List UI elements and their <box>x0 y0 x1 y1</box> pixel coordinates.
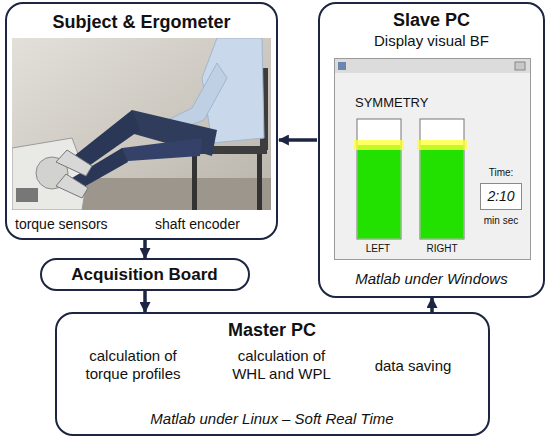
system-panel: calculation of torque profiles calculatio… <box>55 312 490 436</box>
process-box: Acquisition Board <box>40 258 250 291</box>
process-step: calculation of WHL and WPL <box>219 346 344 388</box>
panel-title: Subject & Ergometer <box>7 12 276 34</box>
step-text: calculation of WHL and WPL <box>219 347 344 383</box>
step-text: data saving <box>367 357 459 375</box>
feedback-screen <box>335 59 530 259</box>
subject-photo <box>12 38 271 210</box>
sensor-label: torque sensors <box>15 216 147 233</box>
panel-subtitle: Display visual BF <box>320 32 543 50</box>
box-title: Acquisition Board <box>42 265 247 285</box>
timer-unit: min sec <box>475 215 527 227</box>
timer-value: 2:10 <box>481 188 521 205</box>
process-step: data saving <box>367 355 459 377</box>
sensor-label: shaft encoder <box>155 216 273 233</box>
bar-label: LEFT <box>353 243 403 255</box>
timer-label: Time: <box>475 167 527 179</box>
timer-box: 2:10 <box>480 183 522 210</box>
connector-arrow <box>143 291 147 312</box>
platform-note: Matlab under Linux – Soft Real Time <box>57 410 487 428</box>
screen-title: SYMMETRY <box>355 95 455 111</box>
process-step: calculation of torque profiles <box>69 346 197 388</box>
step-text: calculation of torque profiles <box>69 347 197 383</box>
bar-label: RIGHT <box>417 243 467 255</box>
panel-title: Slave PC <box>320 10 543 32</box>
panel-title: Master PC <box>57 320 487 342</box>
system-panel: Subject & Ergometer torque sensors shaft e… <box>5 2 278 240</box>
connector-arrow <box>279 138 317 142</box>
connector-arrow <box>143 240 147 258</box>
connector-arrow <box>430 298 434 312</box>
screen-window: 2:10 SYMMETRY LEFT RIGHT Time: min sec <box>334 58 531 260</box>
system-panel: 2:10 SYMMETRY LEFT RIGHT Time: min sec Slave P… <box>318 2 545 298</box>
platform-note: Matlab under Windows <box>320 270 543 288</box>
